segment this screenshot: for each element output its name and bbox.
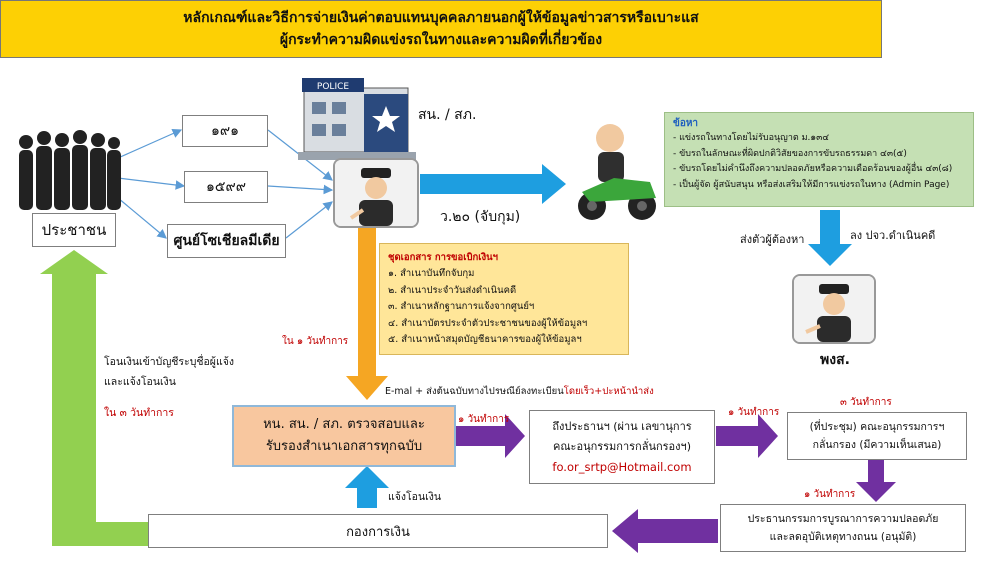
document-item: ๕. สำเนาหน้าสมุดบัญชีธนาคารของผู้ให้ข้อม…	[388, 334, 582, 345]
people-box: ประชาชน	[32, 213, 116, 247]
verify-line-1: หน. สน. / สภ. ตรวจสอบและ	[263, 417, 425, 432]
finance-to-verify-arrow	[345, 466, 389, 508]
station-label: สน. / สภ.	[418, 107, 477, 123]
crowd-icon	[19, 130, 121, 210]
screening-to-committee-arrow	[856, 460, 896, 502]
document-item: ๑. สำเนาบันทึกจับกุม	[388, 268, 475, 279]
chairman-box: ถึงประธานฯ (ผ่าน เลขานุการ คณะอนุกรรมการ…	[529, 410, 715, 484]
channel-social-media: ศูนย์โซเชียลมีเดีย	[167, 224, 286, 258]
channel-191-label: ๑๙๑	[210, 123, 240, 139]
chairman-to-screening-arrow	[716, 414, 778, 458]
documents-arrow	[346, 228, 388, 400]
email-note: E-mal + ส่งต้นฉบับทางไปรษณีย์ลงทะเบียนโด…	[385, 384, 654, 399]
police-officer-icon	[335, 160, 417, 226]
payment-line-1: โอนเงินเข้าบัญชีระบุชื่อผู้แจ้ง	[104, 356, 234, 368]
finance-box: กองการเงิน	[148, 514, 608, 548]
prosecutor-label: พงส.	[820, 352, 850, 368]
people-label: ประชาชน	[41, 221, 107, 239]
payment-line-2: และแจ้งโอนเงิน	[104, 376, 176, 388]
to-prosecutor-arrow	[808, 210, 852, 266]
timing-in-3-days: ใน ๓ วันทำการ	[104, 407, 174, 419]
title-line-2: ผู้กระทำความผิดแข่งรถในทางและความผิดที่เ…	[279, 32, 603, 48]
committee-line-2: และลดอุบัติเหตุทางถนน (อนุมัติ)	[769, 531, 917, 543]
charges-title: ข้อหา	[673, 118, 699, 129]
charge-item: - แข่งรถในทางโดยไม่รับอนุญาต ม.๑๓๔	[673, 133, 830, 143]
chairman-line-1: ถึงประธานฯ (ผ่าน เลขานุการ	[552, 420, 692, 433]
timing-day-1-a: ๑ วันทำการ	[458, 414, 510, 425]
page-title: หลักเกณฑ์และวิธีการจ่ายเงินค่าตอบแทนบุคค…	[0, 0, 882, 58]
charges-box: ข้อหา - แข่งรถในทางโดยไม่รับอนุญาต ม.๑๓๔…	[664, 112, 974, 207]
verify-line-2: รับรองสำเนาเอกสารทุกฉบับ	[265, 439, 423, 454]
timing-day-3: ๓ วันทำการ	[840, 397, 892, 408]
charge-item: - ขับรถในลักษณะที่ผิดปกติวิสัยของการขับร…	[673, 148, 907, 159]
people-to-1599-line	[117, 177, 186, 190]
title-line-1: หลักเกณฑ์และวิธีการจ่ายเงินค่าตอบแทนบุคค…	[183, 10, 699, 26]
documents-box: ชุดเอกสาร การขอเบิกเงินฯ ๑. สำเนาบันทึกจ…	[379, 243, 629, 355]
committee-line-1: ประธานกรรมการบูรณาการความปลอดภัย	[747, 513, 939, 525]
arrest-label: ว.๒๐ (จับกุม)	[440, 209, 521, 225]
police-officer-icon	[794, 276, 874, 342]
social-to-station-line	[285, 201, 333, 239]
chairman-line-2: คณะอนุกรรมการกลั่นกรองฯ)	[552, 440, 691, 453]
chairman-email: fo.or_srtp@Hotmail.com	[552, 460, 692, 474]
people-to-social-line	[117, 197, 167, 239]
channel-1599: ๑๕๙๙	[184, 171, 268, 203]
police-sign-text: POLICE	[317, 82, 349, 92]
timing-day-1-b: ๑ วันทำการ	[728, 407, 780, 418]
document-item: ๓. สำเนาหลักฐานการแจ้งจากศูนย์ฯ	[388, 301, 535, 312]
police-station-icon: POLICE	[298, 78, 416, 160]
charge-item: - เป็นผู้จัด ผู้สนับสนุน หรือส่งเสริมให้…	[673, 179, 950, 190]
document-item: ๔. สำเนาบัตรประจำตัวประชาชนของผู้ให้ข้อม…	[388, 317, 588, 329]
1599-to-station-line	[267, 184, 334, 195]
timing-in-1-day: ใน ๑ วันทำการ	[282, 336, 349, 347]
committee-box: ประธานกรรมการบูรณาการความปลอดภัย และลดอุ…	[720, 504, 966, 552]
verify-box: หน. สน. / สภ. ตรวจสอบและ รับรองสำเนาเอกส…	[232, 405, 456, 467]
documents-title: ชุดเอกสาร การขอเบิกเงินฯ	[388, 252, 498, 263]
arrest-arrow	[420, 164, 566, 204]
timing-day-1-c: ๑ วันทำการ	[804, 489, 856, 500]
committee-to-finance-arrow	[612, 509, 718, 553]
screening-box: (ที่ประชุม) คณะอนุกรรมการฯ กลั่นกรอง (มี…	[787, 412, 967, 460]
channel-1599-label: ๑๕๙๙	[206, 179, 246, 195]
channel-191: ๑๙๑	[182, 115, 268, 147]
prosecutor-officer-card	[792, 274, 876, 344]
notify-transfer-label: แจ้งโอนเงิน	[388, 491, 442, 503]
payment-note: โอนเงินเข้าบัญชีระบุชื่อผู้แจ้ง และแจ้งโ…	[104, 352, 234, 392]
document-item: ๒. สำเนาประจำวันส่งดำเนินคดี	[388, 284, 517, 296]
rider-icon	[578, 124, 656, 220]
channel-social-label: ศูนย์โซเชียลมีเดีย	[173, 233, 280, 249]
record-case-label: ลง ปจว.ดำเนินคดี	[850, 229, 936, 242]
people-to-191-line	[117, 129, 183, 159]
payment-arrow	[40, 250, 148, 546]
screening-line-2: กลั่นกรอง (มีความเห็นเสนอ)	[812, 439, 942, 451]
verify-to-chairman-arrow	[456, 414, 525, 458]
email-note-main: E-mal + ส่งต้นฉบับทางไปรษณีย์ลงทะเบียน	[385, 386, 564, 397]
email-note-emphasis: โดยเร็ว+ปะหน้านำส่ง	[563, 386, 654, 397]
station-officer-card	[333, 158, 419, 228]
send-suspect-label: ส่งตัวผู้ต้องหา	[740, 233, 805, 246]
finance-label: กองการเงิน	[346, 524, 410, 540]
screening-line-1: (ที่ประชุม) คณะอนุกรรมการฯ	[809, 421, 945, 433]
charge-item: - ขับรถโดยไม่คำนึงถึงความปลอดภัยหรือความ…	[673, 164, 953, 174]
